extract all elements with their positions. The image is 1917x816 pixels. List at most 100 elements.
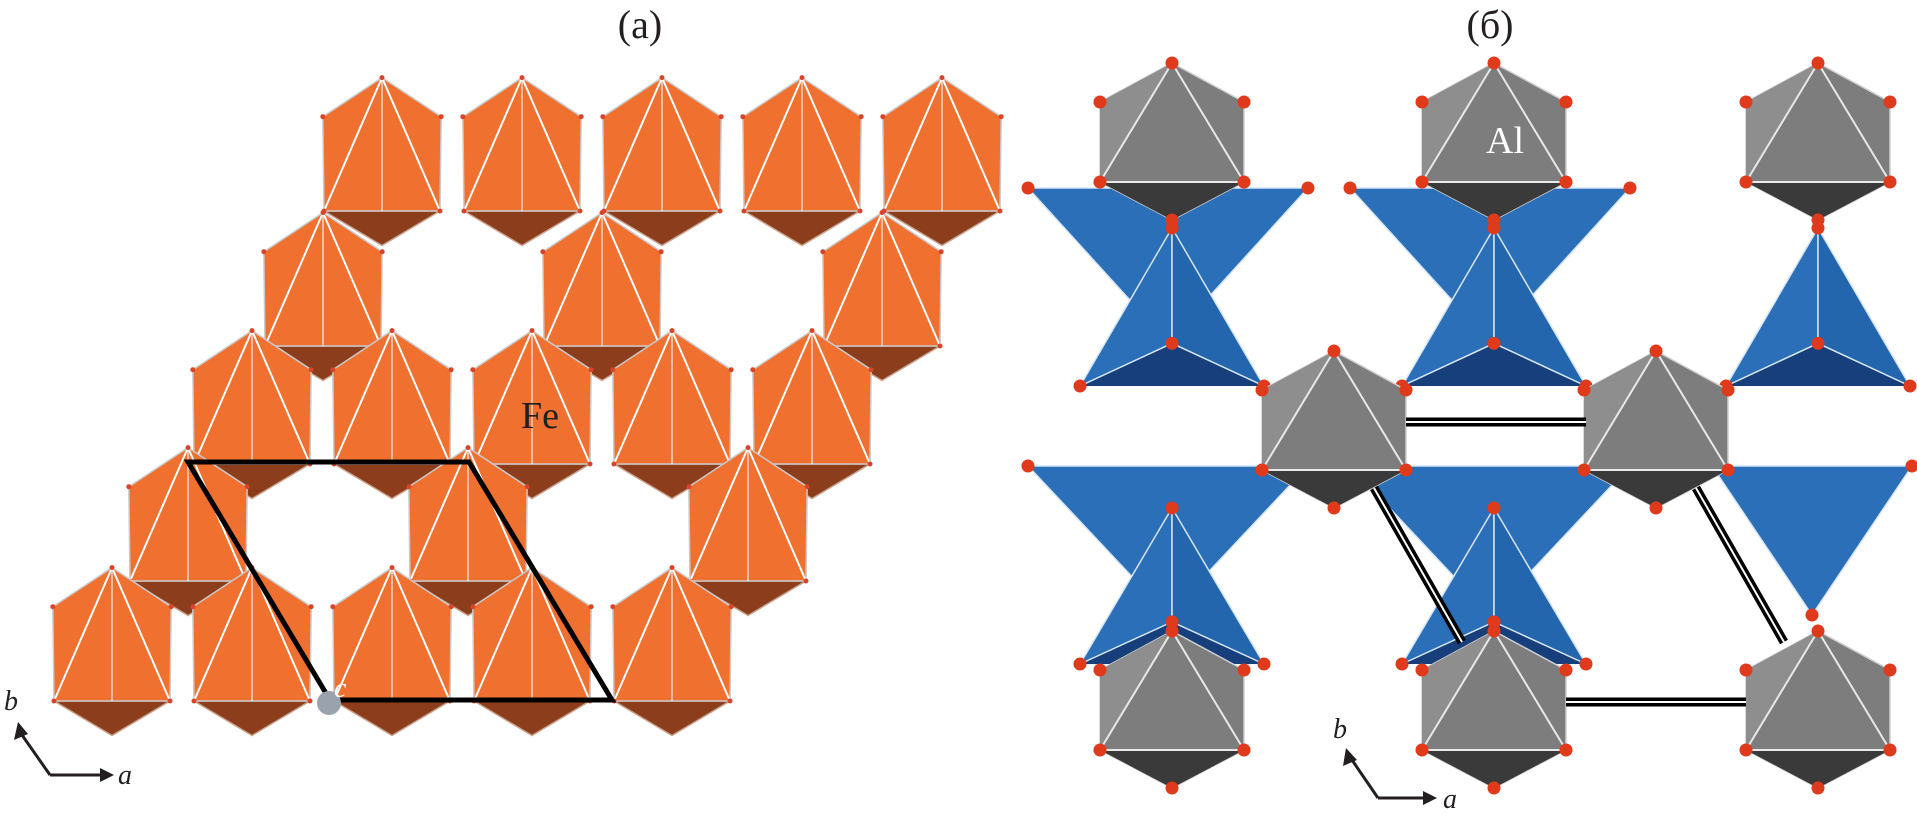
al-octahedron — [1739, 624, 1897, 795]
oxygen-atom — [529, 328, 535, 334]
fe-octahedron — [610, 328, 734, 500]
al-octahedron — [1093, 56, 1251, 227]
oxygen-atom — [190, 604, 196, 610]
fe-octahedron-shadow — [51, 700, 173, 737]
zn-tetrahedron-face — [1710, 465, 1914, 617]
oxygen-atom — [669, 328, 675, 334]
oxygen-atom — [1073, 657, 1087, 671]
oxygen-atom — [938, 249, 944, 255]
oxygen-atom — [1811, 56, 1825, 70]
fe-octahedron-shadow — [611, 700, 733, 737]
fe-octahedron-shadow — [471, 700, 593, 737]
fe-octahedron — [460, 75, 584, 247]
oxygen-atom — [1395, 657, 1409, 671]
oxygen-atom — [803, 578, 809, 584]
fe-octahedron — [880, 75, 1004, 247]
oxygen-atom — [167, 698, 173, 704]
oxygen-atom — [879, 210, 885, 216]
oxygen-atom — [1487, 781, 1501, 795]
oxygen-atom — [379, 249, 385, 255]
oxygen-atom — [1255, 383, 1269, 397]
fe-octahedron — [406, 445, 530, 617]
oxygen-atom — [438, 114, 444, 120]
fe-octahedron — [470, 565, 594, 737]
oxygen-atom — [470, 367, 476, 373]
fe-octahedron — [190, 565, 314, 737]
oxygen-atom — [809, 328, 815, 334]
oxygen-atom — [524, 484, 530, 490]
oxygen-atom — [588, 367, 594, 373]
oxygen-atom — [1165, 336, 1179, 350]
zn-tetrahedron-face — [1171, 505, 1266, 666]
zn-tetrahedron-shadow — [1402, 343, 1586, 386]
oxygen-atom — [1623, 181, 1637, 195]
oxygen-atom — [51, 698, 57, 704]
cell-strut-gap — [1695, 487, 1785, 643]
oxygen-atom — [728, 604, 734, 610]
oxygen-atom — [1165, 615, 1179, 629]
oxygen-atom — [1559, 663, 1573, 677]
oxygen-atom — [185, 445, 191, 451]
oxygen-atom — [880, 114, 886, 120]
oxygen-atom — [244, 484, 250, 490]
oxygen-atom — [820, 249, 826, 255]
oxygen-atom — [867, 461, 873, 467]
panel-a-fe-framework — [50, 75, 1004, 737]
oxygen-atom — [470, 604, 476, 610]
fe-octahedron — [330, 565, 454, 737]
oxygen-atom — [461, 208, 467, 214]
fe-octahedron — [50, 565, 174, 737]
oxygen-atom — [1073, 379, 1087, 393]
fe-octahedron — [686, 445, 810, 617]
oxygen-atom — [1165, 781, 1179, 795]
oxygen-atom — [750, 367, 756, 373]
oxygen-atom — [1739, 95, 1753, 109]
zn-label: Zn — [1314, 217, 1356, 259]
oxygen-atom — [718, 114, 724, 120]
oxygen-atom — [460, 114, 466, 120]
oxygen-atom — [1559, 95, 1573, 109]
fe-octahedron — [126, 445, 250, 617]
oxygen-atom — [998, 114, 1004, 120]
axis-indicator-b: b a — [1333, 714, 1457, 815]
al-octahedron-shadow — [1746, 182, 1890, 220]
oxygen-atom — [1093, 663, 1107, 677]
oxygen-atom — [804, 484, 810, 490]
oxygen-atom — [1905, 459, 1917, 473]
zn-tetrahedron-face — [1493, 505, 1588, 666]
oxygen-atom — [717, 208, 723, 214]
al-octahedron — [1093, 624, 1251, 795]
zn-tetrahedron-shadow — [1726, 343, 1910, 386]
zn-tetrahedron-face — [1817, 225, 1912, 388]
oxygen-atom — [1487, 615, 1501, 629]
al-octahedron-shadow — [1746, 750, 1890, 788]
oxygen-atom — [379, 75, 385, 81]
oxygen-atom — [1559, 743, 1573, 757]
oxygen-atom — [519, 75, 525, 81]
oxygen-atom — [109, 565, 115, 571]
oxygen-atom — [658, 249, 664, 255]
fe-octahedron — [540, 210, 664, 382]
al-octahedron-shadow — [1584, 470, 1728, 508]
fe-octahedron — [740, 75, 864, 247]
unit-cell-outline-a — [183, 459, 617, 703]
al-octahedron — [1255, 344, 1413, 515]
oxygen-atom — [307, 698, 313, 704]
oxygen-atom — [1739, 175, 1753, 189]
oxygen-atom — [1739, 663, 1753, 677]
al-octahedron — [1577, 344, 1735, 515]
al-octahedron-shadow — [1100, 182, 1244, 220]
oxygen-atom — [1903, 379, 1917, 393]
oxygen-atom — [1577, 463, 1591, 477]
al-octahedron-shadow — [1100, 750, 1244, 788]
oxygen-atom — [330, 604, 336, 610]
oxygen-atom — [1805, 608, 1819, 622]
oxygen-atom — [1811, 781, 1825, 795]
oxygen-atom — [600, 114, 606, 120]
oxygen-atom — [1327, 344, 1341, 358]
oxygen-atom — [1739, 743, 1753, 757]
fe-octahedron — [820, 210, 944, 382]
oxygen-atom — [1415, 663, 1429, 677]
oxygen-atom — [577, 208, 583, 214]
